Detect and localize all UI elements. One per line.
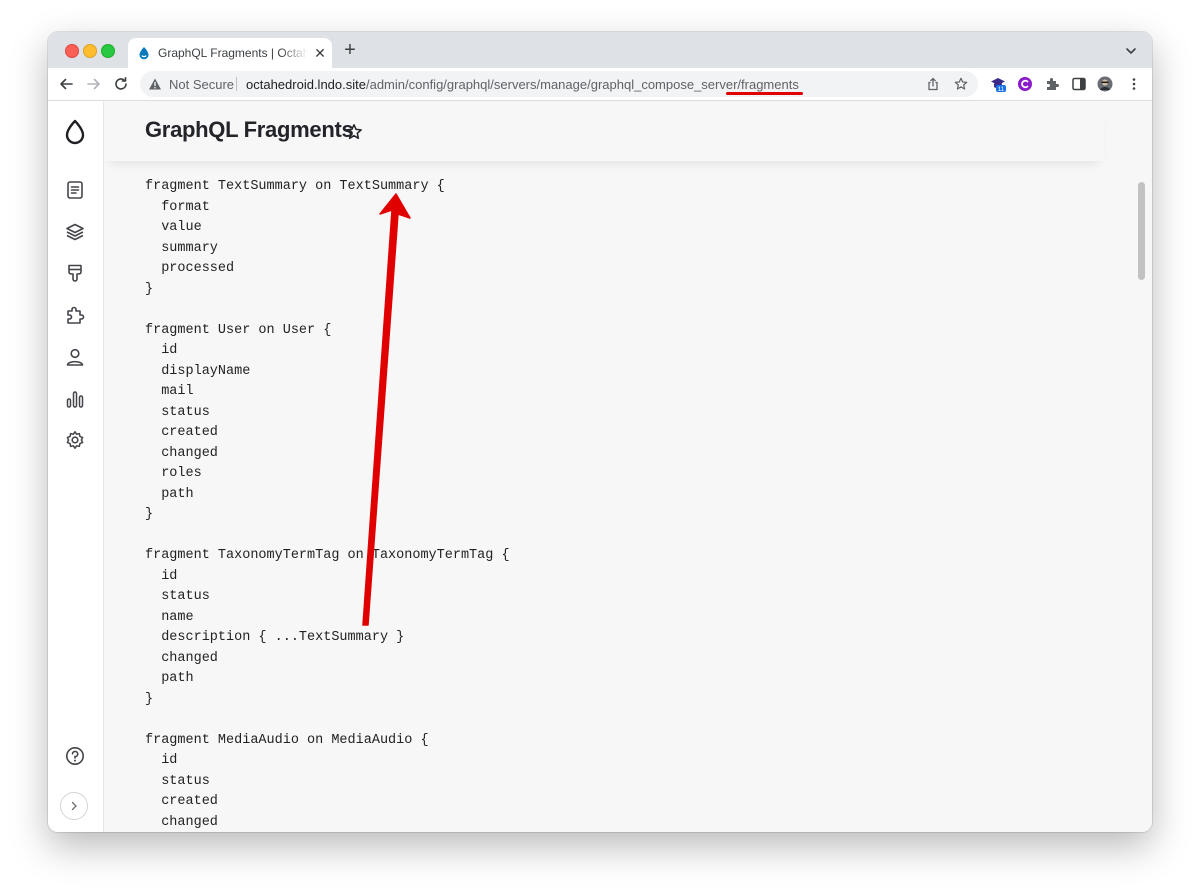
more-menu-icon[interactable]	[1126, 76, 1142, 92]
expand-sidebar-button[interactable]	[60, 792, 88, 820]
url-path: /admin/config/graphql/servers/manage/gra…	[365, 77, 799, 92]
url-highlight-underline	[726, 92, 803, 95]
tab-search-chevron-icon[interactable]	[1124, 44, 1138, 58]
scrollbar-thumb[interactable]	[1138, 182, 1145, 280]
reload-icon[interactable]	[113, 76, 129, 92]
extension-badge: 11	[998, 87, 1005, 92]
content-icon[interactable]	[65, 180, 85, 200]
shortcut-star-icon[interactable]	[345, 123, 363, 141]
close-window-button[interactable]	[65, 44, 79, 58]
extensions-puzzle-icon[interactable]	[1044, 76, 1060, 92]
forward-arrow-icon[interactable]	[86, 76, 102, 92]
people-user-icon[interactable]	[65, 347, 85, 367]
drupal-favicon-icon	[139, 47, 149, 60]
main-content: GraphQL Fragments fragment TextSummary o…	[104, 101, 1152, 832]
structure-layers-icon[interactable]	[65, 222, 85, 242]
c-extension-icon[interactable]	[1017, 76, 1033, 92]
reports-chart-icon[interactable]	[65, 389, 85, 409]
browser-window: GraphQL Fragments | Octahedroid ✕ + Not …	[48, 32, 1152, 832]
page-header: GraphQL Fragments	[104, 101, 1104, 161]
tab-close-button[interactable]: ✕	[314, 45, 326, 61]
chevron-right-icon	[71, 801, 77, 811]
graduation-cap-extension-icon[interactable]: 11	[990, 76, 1006, 92]
address-bar[interactable]: Not Secure octahedroid.lndo.site/admin/c…	[140, 71, 978, 97]
fullscreen-window-button[interactable]	[101, 44, 115, 58]
page-title: GraphQL Fragments	[145, 117, 354, 142]
url-host: octahedroid.lndo.site	[246, 77, 366, 92]
drupal-logo-icon[interactable]	[64, 119, 86, 145]
extend-puzzle-icon[interactable]	[65, 305, 85, 325]
admin-sidebar	[48, 101, 104, 832]
bookmark-star-icon[interactable]	[954, 77, 968, 91]
configuration-gear-icon[interactable]	[65, 430, 85, 450]
share-icon[interactable]	[926, 77, 940, 91]
security-status-label[interactable]: Not Secure	[169, 77, 235, 92]
address-separator	[236, 77, 237, 91]
url-text[interactable]: octahedroid.lndo.site/admin/config/graph…	[246, 77, 799, 92]
minimize-window-button[interactable]	[83, 44, 97, 58]
browser-tab[interactable]: GraphQL Fragments | Octahedroid ✕	[128, 38, 332, 68]
help-icon[interactable]	[65, 746, 85, 766]
new-tab-button[interactable]: +	[344, 39, 356, 61]
warning-icon[interactable]	[148, 77, 162, 91]
browser-toolbar: Not Secure octahedroid.lndo.site/admin/c…	[48, 68, 1152, 101]
side-panel-icon[interactable]	[1071, 76, 1087, 92]
tab-title: GraphQL Fragments | Octahedroid	[158, 46, 308, 60]
back-arrow-icon[interactable]	[58, 76, 74, 92]
graphql-fragments-code: fragment TextSummary on TextSummary { fo…	[145, 179, 510, 830]
profile-avatar[interactable]	[1097, 76, 1113, 92]
appearance-brush-icon[interactable]	[65, 263, 85, 283]
tab-bar: GraphQL Fragments | Octahedroid ✕ +	[48, 32, 1152, 68]
